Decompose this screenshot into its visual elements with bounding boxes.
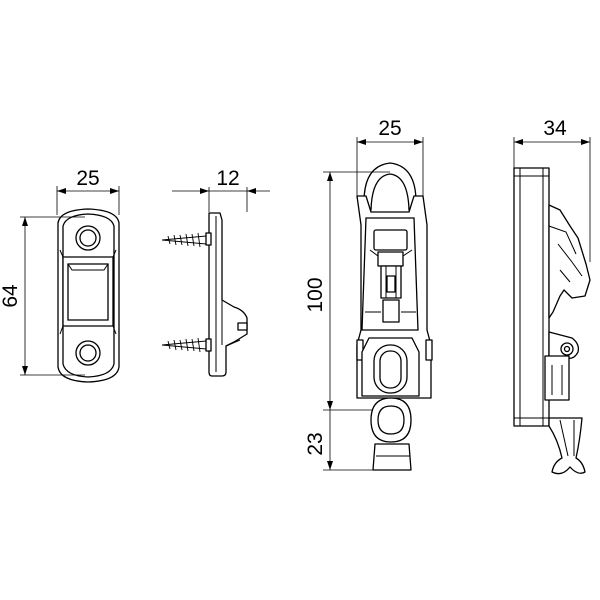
dim-label-latch-side-depth: 34 xyxy=(543,117,567,140)
dim-label-side-depth: 12 xyxy=(216,167,239,190)
dim-label-latch-extension: 23 xyxy=(304,432,327,455)
latch-front-view xyxy=(356,162,433,471)
latch-side-view xyxy=(513,167,591,475)
dimension-side-depth: 12 xyxy=(172,167,270,212)
dimension-latch-extension: 23 xyxy=(304,410,373,471)
dimension-latch-side-depth: 34 xyxy=(513,117,591,262)
dim-label-latch-height: 100 xyxy=(304,277,327,312)
dimension-strike-width: 25 xyxy=(56,167,120,215)
dimension-latch-height: 100 xyxy=(304,171,390,411)
screw-upper xyxy=(161,232,212,248)
strike-plate-front-view xyxy=(57,208,120,383)
dim-label-strike-height: 64 xyxy=(0,284,22,308)
strike-plate-side-view xyxy=(208,212,248,377)
dimension-latch-width: 25 xyxy=(356,117,424,198)
screw-lower xyxy=(161,337,212,353)
dim-label-strike-width: 25 xyxy=(76,167,99,190)
dimension-strike-height: 64 xyxy=(0,216,85,376)
dim-label-latch-width: 25 xyxy=(378,117,401,140)
